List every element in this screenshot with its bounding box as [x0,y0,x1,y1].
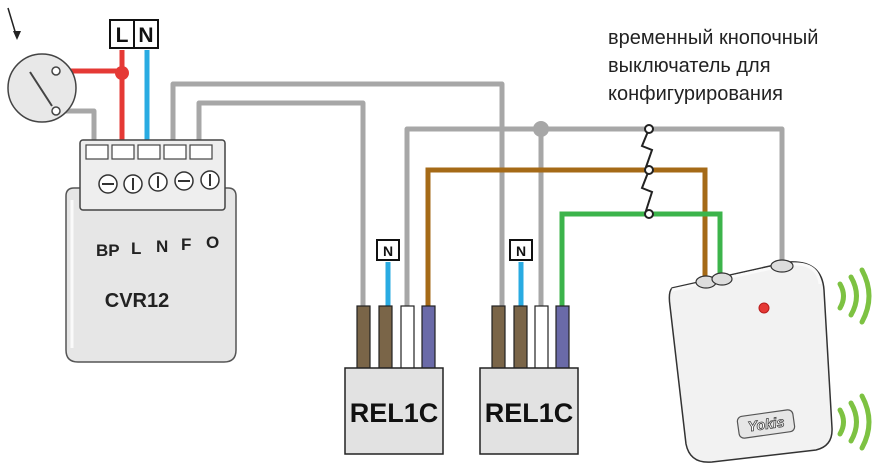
relay-1-neutral-tag [376,239,400,261]
wire-switch-to-bp [56,108,97,140]
relay-2-body [479,367,579,455]
junction-dot [533,121,549,137]
green-wire [559,211,723,308]
cable-gland [711,272,733,286]
terminal-slot [111,144,135,160]
radio-waves [837,267,872,451]
switch-contact [51,106,61,116]
terminal-slot [163,144,187,160]
relay-2-lead [491,305,506,371]
brand-plate-frame [736,409,796,439]
temporary-pushbuttons [640,124,654,219]
relay-1-lead [378,305,393,371]
contact-point [644,209,654,219]
switch-body [7,53,77,123]
switch-contact [51,66,61,76]
brand-label: Yokis [747,413,786,434]
relay-2: N REL1C [479,239,579,455]
grey-wires [56,81,785,308]
live-junction-dot [115,66,129,80]
pin-label-f: F [181,235,191,254]
module-name: CVR12 [105,290,169,312]
wire-common-bus [404,126,785,308]
annotation-line-2: выключатель для [608,55,771,77]
live-terminal-tag [109,19,135,49]
neutral-terminal-tag [133,19,159,49]
pushbutton-1-contact [640,128,654,171]
wire-o-to-relay1 [196,100,366,308]
relay-2-neutral-tag [509,239,533,261]
relay-1-body [344,367,444,455]
yokis-transmitter: Yokis [668,259,833,463]
terminal-slots [85,144,213,160]
relay-2-lead [534,305,549,371]
relay-1-lead [356,305,371,371]
relay-2-neutral-label: N [516,243,526,259]
annotation-line-1: временный кнопочный [608,27,818,49]
pin-label-bp: BP [96,241,120,260]
pushbutton-annotation: временный кнопочный выключатель для конф… [608,27,818,105]
neutral-terminal-label: N [138,24,153,47]
brown-wire [425,167,708,308]
live-terminal-label: L [116,24,129,47]
relay-2-lead [555,305,570,371]
switch-arrow-icon [13,31,21,40]
cable-gland [770,259,794,273]
pin-label-l: L [131,239,141,258]
status-led [758,302,770,314]
module-pin-labels: BP L N F O [96,233,219,260]
screw-slots [102,174,211,190]
brand-plate: Yokis [736,409,796,439]
cvr12-module: BP L N F O CVR12 [65,139,237,363]
contact-point [644,165,654,175]
switch-lever [29,71,53,107]
module-body [65,187,237,363]
relay-2-lead [513,305,528,371]
relay-1-lead [400,305,415,371]
wireless-signal-icon [837,267,872,325]
terminal-slot [189,144,213,160]
supply-terminals: L N [109,19,159,49]
relay-1-neutral-label: N [383,243,393,259]
pin-label-o: O [206,233,219,252]
pushbutton-2-contact [640,169,654,215]
wire-f-to-relay2 [170,81,505,308]
relay-1: N REL1C [344,239,444,455]
relay-2-name: REL1C [485,398,574,428]
annotation-line-3: конфигурирования [608,83,783,105]
relay-1-name: REL1C [350,398,439,428]
terminal-slot [85,144,109,160]
relay-1-lead [421,305,436,371]
contact-point [644,124,654,134]
terminal-slot [137,144,161,160]
wall-switch [7,7,77,123]
wireless-signal-icon [837,393,872,451]
pin-label-n: N [156,237,168,256]
